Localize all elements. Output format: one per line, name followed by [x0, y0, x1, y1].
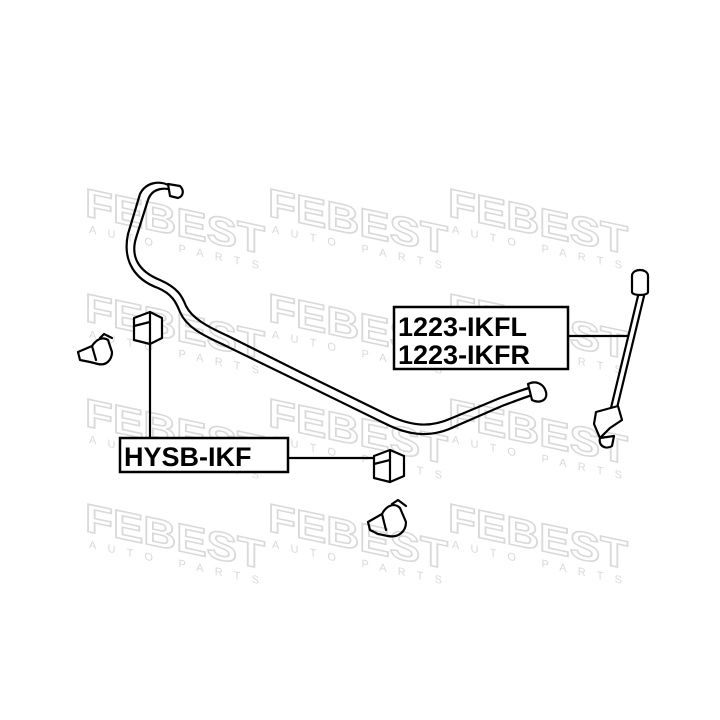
watermark-brand: FEBEST: [268, 494, 448, 578]
bushing-left: [132, 310, 164, 346]
watermark-brand: FEBEST: [448, 179, 628, 263]
label-bushing-part-number: HYSB-IKF: [118, 436, 290, 474]
stabilizer-bar: [125, 181, 548, 436]
stabilizer-link: [592, 268, 650, 449]
watermark-brand: FEBEST: [268, 179, 448, 263]
label-bushing: HYSB-IKF: [124, 442, 252, 472]
label-link-left: 1223-IKFL: [398, 312, 527, 342]
bushing-right: [372, 448, 406, 484]
bracket-right: [366, 498, 408, 538]
watermark-brand: FEBEST: [85, 494, 265, 578]
bracket-left: [76, 332, 114, 366]
watermark-brand: FEBEST: [448, 494, 628, 578]
watermark-brand: FEBEST: [268, 389, 448, 473]
label-link-right: 1223-IKFR: [398, 340, 530, 370]
label-link-part-numbers: 1223-IKFL 1223-IKFR: [392, 305, 570, 371]
